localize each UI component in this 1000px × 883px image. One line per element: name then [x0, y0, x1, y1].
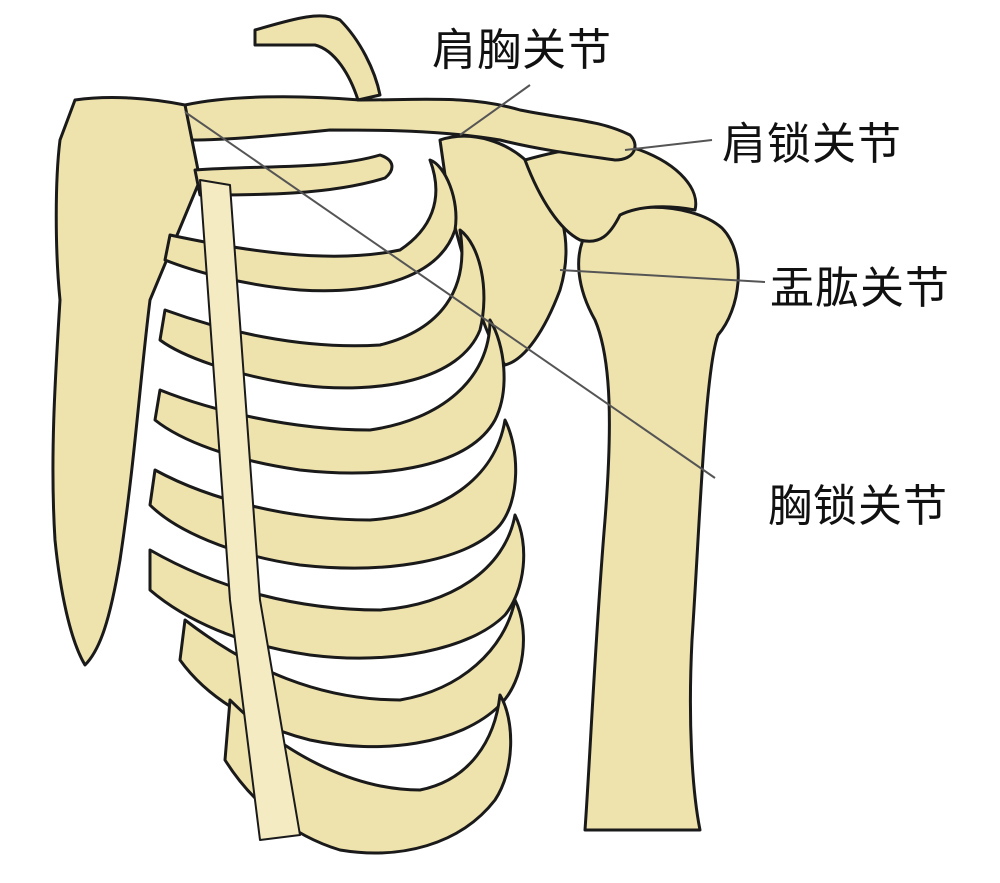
leader-line-shoulder-thoracic [459, 84, 531, 136]
sternum-bone [51, 96, 202, 667]
label-acromioclavicular-joint: 肩锁关节 [722, 119, 902, 170]
costal-cartilage [199, 179, 301, 841]
leader-line-acromioclavicular [624, 139, 713, 151]
label-shoulder-thoracic-joint: 肩胸关节 [432, 25, 612, 76]
humerus-bone [577, 205, 740, 832]
clavicle-bone [183, 95, 637, 162]
label-sternoclavicular-joint: 胸锁关节 [768, 481, 948, 532]
rib-2 [163, 158, 458, 293]
leader-line-glenohumeral [559, 269, 766, 283]
label-glenohumeral-joint: 盂肱关节 [770, 263, 950, 314]
cervical-vertebra [253, 14, 382, 102]
leader-line-sternoclavicular [184, 111, 716, 479]
rib-1 [193, 153, 394, 197]
